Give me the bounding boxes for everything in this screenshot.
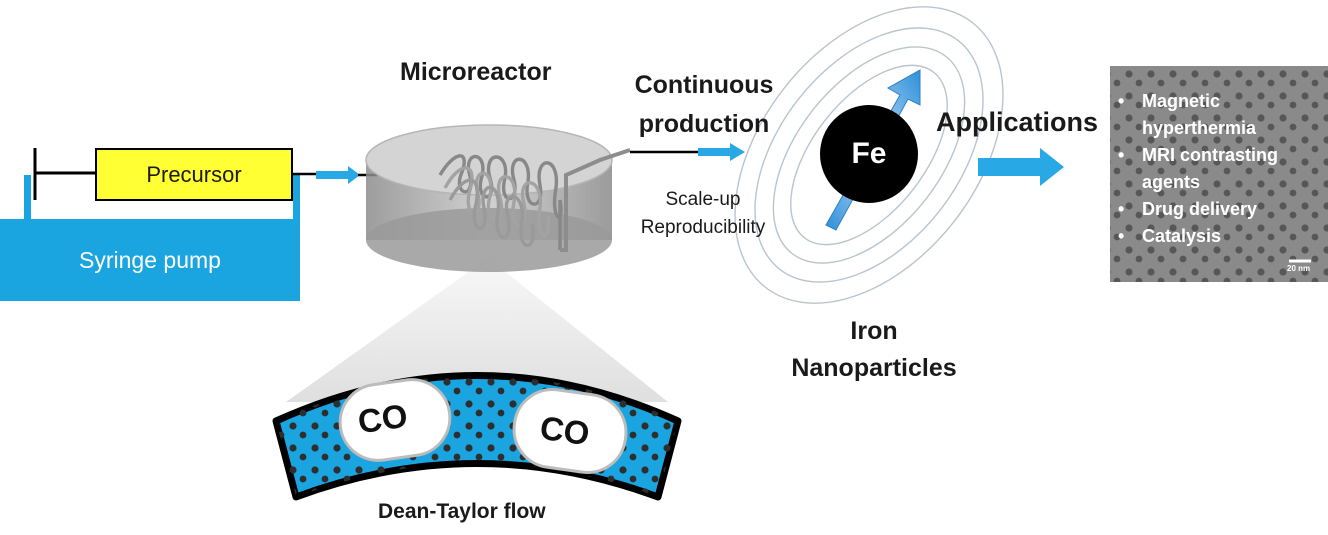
co-label-2: CO — [537, 408, 592, 453]
list-item: • MRI contrasting agents — [1118, 142, 1310, 196]
microreactor-bottom — [366, 208, 612, 272]
application-text: Catalysis — [1142, 226, 1222, 246]
scale-bar-label: 20 nm — [1287, 264, 1311, 273]
applications-list: • Magnetic hyperthermia • MRI contrasting … — [1112, 88, 1310, 250]
continuous-line-2: production — [638, 110, 770, 138]
applications-label: Applications — [936, 107, 1099, 137]
syringe-pump-left-post — [24, 175, 31, 221]
dean-taylor-channel — [272, 372, 682, 501]
syringe-pump-label: Syringe pump — [79, 247, 221, 273]
bullet-icon: • — [1118, 91, 1125, 111]
microreactor-label: Microreactor — [400, 58, 552, 86]
precursor-barrel — [95, 148, 293, 201]
application-text: MRI contrasting agents — [1142, 145, 1279, 192]
syringe-pump-right-post — [293, 175, 300, 221]
scaleup-line-1: Scale-up — [665, 189, 741, 210]
iron-nanoparticles-label: Iron Nanoparticles — [776, 313, 972, 387]
bullet-icon: • — [1118, 199, 1125, 219]
magnetic-field-lines — [734, 6, 1004, 304]
co-bubble-2 — [512, 388, 628, 474]
co-label-1: CO — [355, 396, 410, 441]
iron-line-1: Iron — [850, 317, 898, 345]
feed-arrow — [316, 166, 360, 184]
list-item: • Catalysis — [1118, 223, 1310, 250]
bullet-icon: • — [1118, 145, 1125, 165]
fe-label: Fe — [851, 137, 887, 170]
list-item: • Drug delivery — [1118, 196, 1310, 223]
microreactor-coil — [438, 154, 563, 250]
bullet-icon: • — [1118, 226, 1125, 246]
continuous-line-1: Continuous — [634, 71, 774, 99]
outlet-pipe — [560, 148, 631, 252]
syringe-pump-body — [0, 219, 300, 301]
dean-taylor-label: Dean-Taylor flow — [378, 500, 546, 523]
syringe-pump — [0, 148, 300, 301]
precursor-label: Precursor — [146, 162, 242, 187]
scaleup-line-2: Reproducibility — [640, 217, 766, 238]
application-text: Drug delivery — [1142, 199, 1258, 219]
list-item: • Magnetic hyperthermia — [1118, 88, 1310, 142]
microreactor — [365, 124, 631, 272]
outlet-arrow — [698, 143, 745, 161]
tem-image — [1110, 66, 1328, 282]
application-text: Magnetic hyperthermia — [1142, 91, 1257, 138]
magnification-cone — [286, 258, 668, 402]
applications-arrow — [978, 148, 1064, 186]
co-bubble-1 — [338, 378, 452, 462]
continuous-production-label: Continuous production — [624, 66, 784, 144]
fe-nanoparticle — [820, 105, 918, 203]
scaleup-label: Scale-up Reproducibility — [620, 186, 786, 242]
iron-line-2: Nanoparticles — [791, 354, 957, 382]
